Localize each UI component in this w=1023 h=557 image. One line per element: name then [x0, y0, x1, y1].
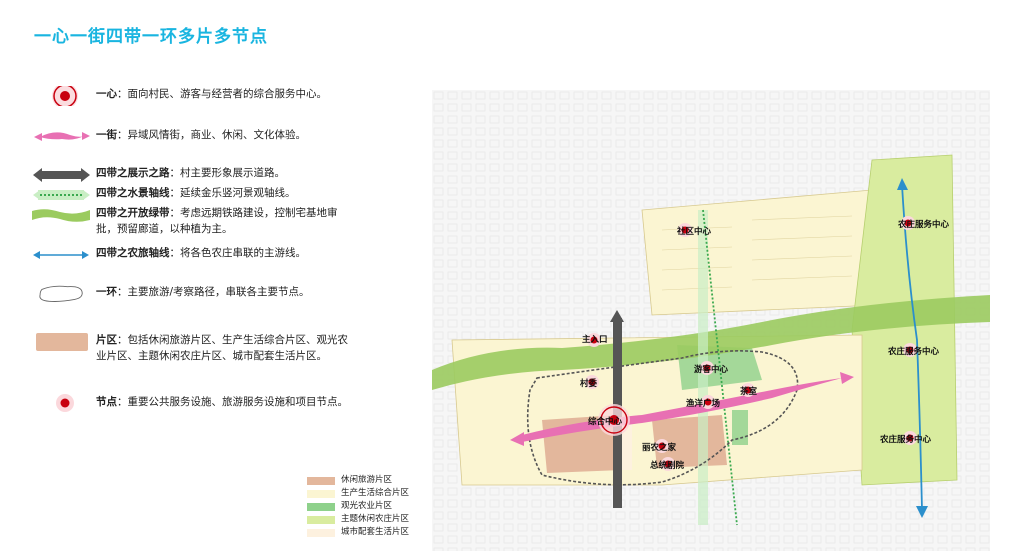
zone-label: 观光农业片区: [341, 501, 393, 511]
legend-item-water-axis: 四带之水景轴线：延续金乐竖河景观轴线。: [30, 185, 360, 205]
legend-item-loop: 一环：主要旅游/考察路径，串联各主要节点。: [30, 284, 360, 306]
display-road-icon: [33, 168, 90, 182]
map-nodes: [585, 216, 917, 471]
legend-desc: 延续金乐竖河景观轴线。: [180, 187, 296, 199]
zone-label: 生产生活综合片区: [341, 488, 410, 498]
label-theatre: 总统剧院: [650, 460, 685, 471]
agri-axis-icon: [33, 251, 89, 259]
open-green-belt: [432, 295, 990, 390]
zone-label: 主题休闲农庄片区: [341, 514, 410, 524]
legend-desc: 包括休闲旅游片区、生产生活综合片区、观光农业片区、主题休闲农庄片区、城市配套生活…: [96, 334, 348, 362]
legend-desc: 主要旅游/考察路径，串联各主要节点。: [127, 286, 310, 298]
legend-desc: 将各色农庄串联的主游线。: [180, 247, 306, 259]
legend-desc: 考虑远期铁路建设，控制宅基地审批，预留廊道，以种植为主。: [96, 207, 338, 235]
zone-label: 城市配套生活片区: [341, 527, 410, 537]
legend-term: 四带之水景轴线: [96, 187, 170, 199]
tour-loop: [526, 350, 799, 486]
label-yuyang-square: 渔洋广场: [686, 398, 721, 409]
legend-desc: 重要公共服务设施、旅游服务设施和项目节点。: [127, 396, 349, 408]
green-belt-icon: [32, 209, 90, 222]
node-icon: [56, 394, 74, 412]
label-integrated-center: 综合中心: [588, 416, 623, 427]
legend-item-green-belt: 四带之开放绿带：考虑远期铁路建设，控制宅基地审批，预留廊道，以种植为主。: [30, 205, 360, 241]
legend-item-display-road: 四带之展示之路：村主要形象展示道路。: [30, 165, 360, 185]
legend-term: 四带之农旅轴线: [96, 247, 170, 259]
zone-label: 休闲旅游片区: [341, 475, 393, 485]
legend-item-center: 一心：面向村民、游客与经营者的综合服务中心。: [30, 86, 360, 106]
legend-term: 节点: [96, 396, 117, 408]
zone-swatch: [307, 490, 335, 498]
agri-tour-axis: [901, 184, 923, 511]
legend-desc: 面向村民、游客与经营者的综合服务中心。: [127, 88, 328, 100]
legend-term: 片区: [96, 334, 117, 346]
zone-swatch: [307, 477, 335, 485]
water-axis-icon: [33, 190, 90, 200]
label-tea-room: 茶室: [739, 386, 758, 397]
zone-leisure-b: [652, 415, 727, 468]
zone-swatch: [307, 516, 335, 524]
legend-desc: 异域风情街，商业、休闲、文化体验。: [127, 129, 307, 141]
zone-swatch: [307, 529, 335, 537]
legend-item-zones: 片区：包括休闲旅游片区、生产生活综合片区、观光农业片区、主题休闲农庄片区、城市配…: [30, 332, 360, 380]
center-node-icon: [52, 86, 78, 106]
loop-icon: [39, 285, 83, 302]
legend-term: 一街: [96, 129, 117, 141]
zone-living-north: [641, 189, 878, 316]
water-axis: [702, 209, 738, 526]
legend-term: 四带之展示之路: [96, 167, 170, 179]
legend-desc: 村主要形象展示道路。: [180, 167, 285, 179]
label-farm-service-top: 农庄服务中心: [897, 219, 950, 230]
label-visitor-center: 游客中心: [694, 364, 729, 375]
page-title: 一心一街四带一环多片多节点: [34, 27, 268, 47]
label-farm-service-bot: 农庄服务中心: [879, 434, 932, 445]
legend-item-agri-axis: 四带之农旅轴线：将各色农庄串联的主游线。: [30, 245, 360, 265]
label-farm-home: 丽农之家: [642, 442, 677, 453]
legend-item-street: 一街：异域风情街，商业、休闲、文化体验。: [30, 127, 360, 147]
street-icon: [34, 132, 90, 141]
legend-item-nodes: 节点：重要公共服务设施、旅游服务设施和项目节点。: [30, 394, 360, 426]
planning-map: 社区中心 农庄服务中心 农庄服务中心 农庄服务中心 主入口 村委 综合中心 游客…: [432, 90, 990, 551]
legend-term: 一环: [96, 286, 117, 298]
label-community-center: 社区中心: [676, 226, 712, 237]
zone-icon: [36, 333, 88, 351]
label-main-entrance: 主入口: [582, 334, 608, 345]
zone-swatch: [307, 503, 335, 511]
legend-term: 一心: [96, 88, 117, 100]
label-farm-service-mid: 农庄服务中心: [887, 346, 940, 357]
legend-term: 四带之开放绿带: [96, 207, 170, 219]
label-village-committee: 村委: [580, 378, 598, 389]
